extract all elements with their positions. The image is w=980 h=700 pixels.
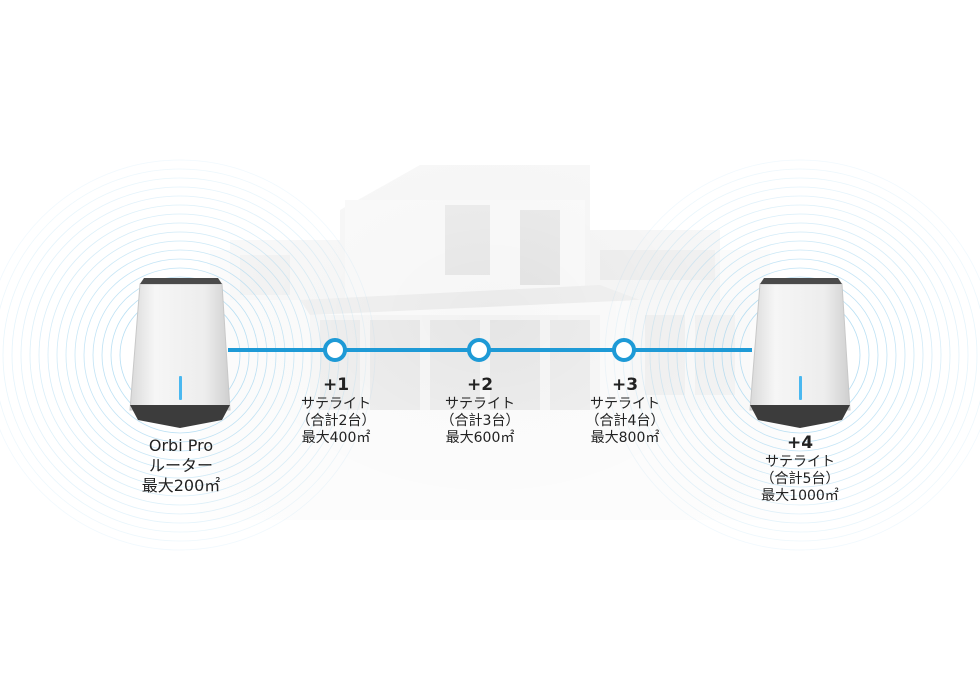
step-label-3: +3 サテライト （合計4台） 最大800㎡ xyxy=(555,374,695,447)
signal-wave-ring xyxy=(0,168,367,542)
signal-wave-ring xyxy=(712,267,888,443)
router-signal-waves xyxy=(0,159,376,551)
router-coverage: 最大200㎡ xyxy=(141,476,221,495)
satellite-node-1 xyxy=(323,338,347,362)
step-count: +2 xyxy=(466,375,494,395)
step-kind: サテライト xyxy=(445,396,515,412)
step-count: +1 xyxy=(322,375,350,395)
step-total: （合計2台） xyxy=(296,413,376,429)
signal-wave-ring xyxy=(101,276,259,434)
satellite-signal-waves xyxy=(604,159,980,551)
orbi-pro-router-device xyxy=(129,278,231,428)
signal-wave-ring xyxy=(640,195,960,515)
step-kind: サテライト xyxy=(765,454,835,470)
step-count: +4 xyxy=(786,433,814,453)
signal-wave-ring xyxy=(676,231,924,479)
signal-wave-ring xyxy=(721,276,879,434)
step-coverage: 最大800㎡ xyxy=(590,430,660,446)
router-label: Orbi Pro ルーター 最大200㎡ xyxy=(101,436,261,496)
signal-wave-ring xyxy=(694,249,906,461)
signal-wave-ring xyxy=(658,213,942,497)
signal-wave-ring xyxy=(649,204,951,506)
router-name: Orbi Pro xyxy=(148,436,214,455)
step-coverage: 最大600㎡ xyxy=(445,430,515,446)
step-total: （合計4台） xyxy=(585,413,665,429)
signal-wave-ring xyxy=(703,258,897,452)
signal-wave-ring xyxy=(685,240,915,470)
signal-wave-ring xyxy=(0,159,376,551)
step-label-4: +4 サテライト （合計5台） 最大1000㎡ xyxy=(730,432,870,505)
satellite-node-3 xyxy=(612,338,636,362)
signal-wave-ring xyxy=(83,258,277,452)
signal-wave-ring xyxy=(47,222,313,488)
step-label-2: +2 サテライト （合計3台） 最大600㎡ xyxy=(410,374,550,447)
step-total: （合計3台） xyxy=(440,413,520,429)
signal-wave-ring xyxy=(56,231,304,479)
signal-wave-ring xyxy=(667,222,933,488)
signal-wave-ring xyxy=(11,186,349,524)
signal-wave-ring xyxy=(74,249,286,461)
signal-wave-ring xyxy=(92,267,268,443)
satellite-node-2 xyxy=(467,338,491,362)
signal-wave-ring xyxy=(65,240,295,470)
satellite-device xyxy=(749,278,851,428)
step-label-1: +1 サテライト （合計2台） 最大400㎡ xyxy=(266,374,406,447)
step-coverage: 最大1000㎡ xyxy=(761,488,839,504)
router-type: ルーター xyxy=(148,456,213,475)
step-kind: サテライト xyxy=(590,396,660,412)
step-total: （合計5台） xyxy=(760,471,840,487)
signal-wave-ring xyxy=(2,177,358,533)
step-coverage: 最大400㎡ xyxy=(301,430,371,446)
step-count: +3 xyxy=(611,375,639,395)
step-kind: サテライト xyxy=(301,396,371,412)
signal-wave-ring xyxy=(604,159,980,551)
signal-wave-ring xyxy=(38,213,322,497)
